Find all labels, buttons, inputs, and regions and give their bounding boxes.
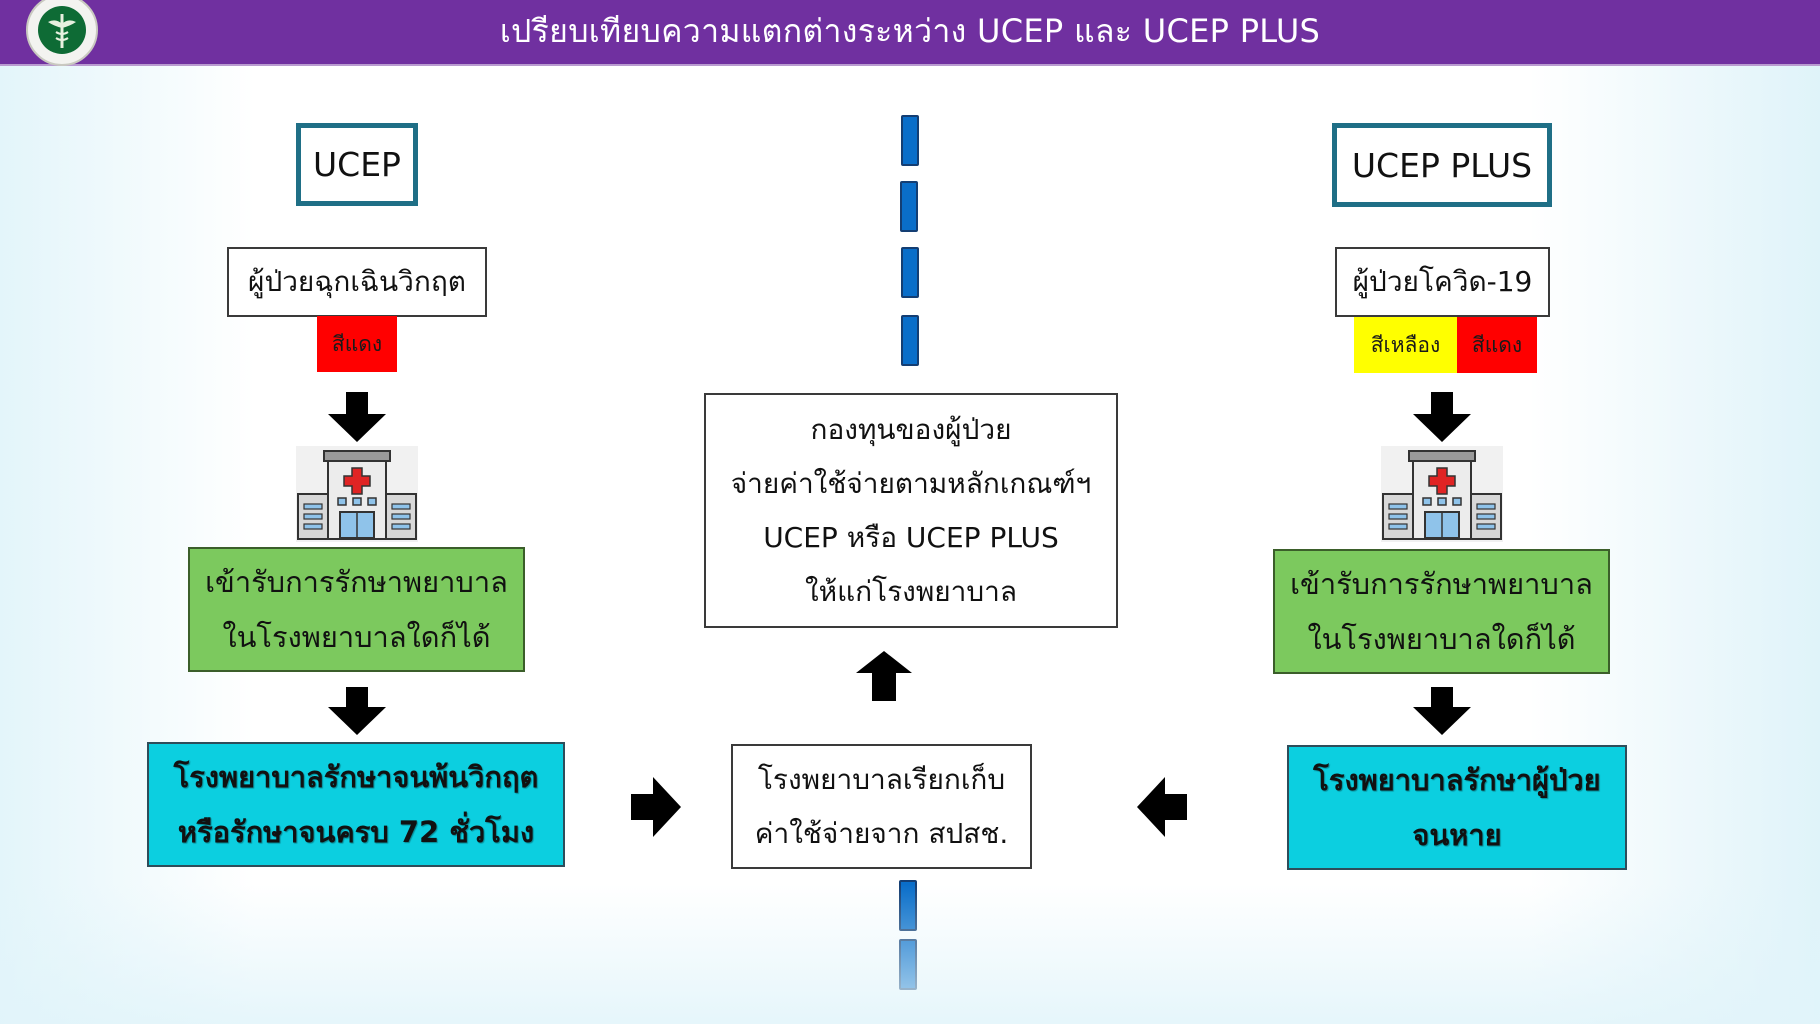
ucep-title: UCEP xyxy=(313,145,401,184)
arrow-up-icon xyxy=(856,651,912,701)
ucep-badge-red: สีแดง xyxy=(317,316,397,372)
ucep-plus-treatment-box: เข้ารับการรักษาพยาบาล ในโรงพยาบาลใดก็ได้ xyxy=(1273,549,1610,674)
billing-box: โรงพยาบาลเรียกเก็บ ค่าใช้จ่ายจาก สปสช. xyxy=(731,744,1032,869)
ucep-plus-patient-label: ผู้ป่วยโควิด-19 xyxy=(1352,265,1533,298)
ucep-title-box: UCEP xyxy=(296,123,418,206)
ucep-patient-box: ผู้ป่วยฉุกเฉินวิกฤต xyxy=(227,247,487,317)
page-title: เปรียบเทียบความแตกต่างระหว่าง UCEP และ U… xyxy=(499,12,1321,50)
arrow-down-icon xyxy=(328,392,386,442)
logo-emblem xyxy=(38,6,86,54)
ucep-plus-title: UCEP PLUS xyxy=(1351,145,1533,185)
divider-dash xyxy=(899,939,917,990)
header-bar: เปรียบเทียบความแตกต่างระหว่าง UCEP และ U… xyxy=(0,0,1820,66)
divider-dash xyxy=(900,181,918,232)
ucep-plus-outcome-box: โรงพยาบาลรักษาผู้ป่วย จนหาย xyxy=(1287,745,1627,870)
divider-dash xyxy=(899,880,917,931)
ucep-treatment-box: เข้ารับการรักษาพยาบาล ในโรงพยาบาลใดก็ได้ xyxy=(188,547,525,672)
ucep-plus-badge-red: สีแดง xyxy=(1457,317,1537,373)
arrow-down-icon xyxy=(328,687,386,735)
divider-dash xyxy=(901,315,919,366)
caduceus-icon xyxy=(48,14,76,48)
hospital-icon xyxy=(1381,446,1503,542)
divider-dash xyxy=(901,247,919,298)
ucep-outcome-box: โรงพยาบาลรักษาจนพ้นวิกฤต หรือรักษาจนครบ … xyxy=(147,742,565,867)
arrow-left-icon xyxy=(1137,777,1187,837)
arrow-right-icon xyxy=(631,777,681,837)
hospital-icon xyxy=(296,446,418,542)
ucep-plus-badge-yellow: สีเหลือง xyxy=(1354,317,1457,373)
divider-dash xyxy=(901,115,919,166)
ucep-plus-title-box: UCEP PLUS xyxy=(1332,123,1552,207)
arrow-down-icon xyxy=(1413,392,1471,442)
fund-payment-box: กองทุนของผู้ป่วย จ่ายค่าใช้จ่ายตามหลักเก… xyxy=(704,393,1118,628)
ministry-logo-icon xyxy=(26,0,98,66)
arrow-down-icon xyxy=(1413,687,1471,735)
ucep-plus-patient-box: ผู้ป่วยโควิด-19 xyxy=(1335,247,1550,317)
ucep-patient-label: ผู้ป่วยฉุกเฉินวิกฤต xyxy=(248,265,466,298)
